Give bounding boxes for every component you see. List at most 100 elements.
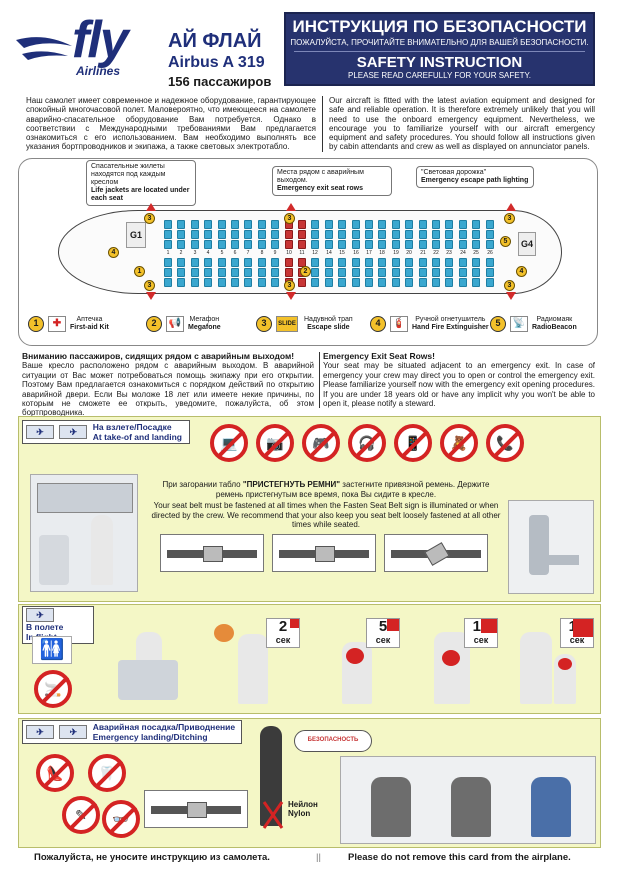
emergency-landing-tag: ✈ ✈ Аварийная посадка/Приводнение Emerge… xyxy=(22,720,242,744)
first-aid-badge: 1 xyxy=(134,266,145,277)
brace-seat-illustration xyxy=(508,500,594,594)
callout-life-jackets-en: Life jackets are located under each seat xyxy=(91,187,190,202)
slide-badge: 3 xyxy=(284,213,295,224)
seated-passenger-illustration xyxy=(96,614,192,708)
no-high-heels-icon: 👠 xyxy=(36,754,74,792)
nylon-cross-icon xyxy=(262,800,284,830)
video-game-icon: 🎮 xyxy=(302,424,340,462)
stewardess-illustration xyxy=(252,722,292,842)
no-smoking-icon: 🚬 xyxy=(34,670,72,708)
exit-arrow-icon xyxy=(506,203,516,211)
takeoff-plane-icon: ✈ xyxy=(26,425,54,439)
exit-arrow-icon xyxy=(146,203,156,211)
timer-15-seconds: 15сек xyxy=(560,618,594,648)
extinguisher-icon: 🧯 xyxy=(390,316,408,332)
callout-escape-path-en: Emergency escape path lighting xyxy=(421,177,529,184)
lavatory-icon: 🚻 xyxy=(32,636,72,664)
aircraft-type: Airbus A 319 xyxy=(168,54,265,71)
slide-badge: 3 xyxy=(504,213,515,224)
brace-position-illustration xyxy=(340,756,596,844)
slide-badge: 3 xyxy=(284,280,295,291)
takeoff-tag-ru: На взлете/Посадке xyxy=(92,422,172,432)
title-en: SAFETY INSTRUCTION xyxy=(356,54,523,71)
legend-number: 1 xyxy=(28,316,44,332)
galley-front: G1 xyxy=(126,222,146,248)
slide-badge: 3 xyxy=(144,280,155,291)
exit-arrow-icon xyxy=(286,292,296,300)
timer-10-seconds: 10сек xyxy=(464,618,498,648)
intro-text-en: Our aircraft is fitted with the latest a… xyxy=(329,96,595,152)
belt-tighten-illustration xyxy=(272,534,376,572)
overhead-bin-illustration xyxy=(30,474,138,592)
intro-text-ru: Наш самолет имеет современное и надежное… xyxy=(26,96,316,152)
landing-plane-icon: ✈ xyxy=(59,725,88,739)
overhead-bin xyxy=(37,483,133,513)
emergency-landing-tag-en: Emergency landing/Ditching xyxy=(92,732,208,742)
passenger-figure xyxy=(91,515,113,585)
electronic-toy-icon: 🧸 xyxy=(440,424,478,462)
exit-arrow-icon xyxy=(286,203,296,211)
logo-swoosh-icon xyxy=(16,37,72,60)
legend-number: 4 xyxy=(370,316,386,332)
belt-release-illustration xyxy=(384,534,488,572)
exit-warning-en-heading: Emergency Exit Seat Rows! xyxy=(323,351,435,361)
exit-arrow-icon xyxy=(146,292,156,300)
camera-icon: 📷 xyxy=(256,424,294,462)
subtitle-en: PLEASE READ CAREFULLY FOR YOUR SAFETY. xyxy=(347,71,532,80)
cell-phone-icon: 📞 xyxy=(486,424,524,462)
legend-number: 3 xyxy=(256,316,272,332)
subtitle-ru: ПОЖАЛУЙСТА, ПРОЧИТАЙТЕ ВНИМАТЕЛЬНО ДЛЯ В… xyxy=(290,38,589,47)
legend-number: 2 xyxy=(146,316,162,332)
takeoff-tag: ✈ ✈ На взлете/Посадке At take-of and lan… xyxy=(22,420,190,444)
mask-on-face-illustration xyxy=(318,614,402,708)
landing-plane-icon: ✈ xyxy=(59,425,88,439)
seat-illustration xyxy=(39,535,69,585)
exit-arrow-icon xyxy=(506,292,516,300)
exit-warning-en: Emergency Exit Seat Rows! Your seat may … xyxy=(323,351,595,409)
megaphone-icon: 📢 xyxy=(166,316,184,332)
legend-number: 5 xyxy=(490,316,506,332)
passenger-capacity: 156 пассажиров xyxy=(168,74,272,89)
callout-escape-path-ru: "Световая дорожка" xyxy=(421,169,487,176)
callout-life-jackets: Спасательные жилеты находятся под каждым… xyxy=(86,160,196,206)
title-divider xyxy=(294,51,585,52)
mobile-phone-icon: 📱 xyxy=(394,424,432,462)
megaphone-badge: 2 xyxy=(300,266,311,277)
no-dentures-icon: 🦷 xyxy=(88,754,126,792)
galley-rear: G4 xyxy=(518,232,536,256)
seatbelt-text-en: Your seat belt must be fastened at all t… xyxy=(151,501,501,529)
exit-warning-en-body: Your seat may be situated adjacent to an… xyxy=(323,361,595,409)
radio-beacon-badge: 5 xyxy=(500,236,511,247)
callout-life-jackets-ru: Спасательные жилеты находятся под каждым… xyxy=(91,163,166,186)
no-sharp-objects-icon: ✎ xyxy=(62,796,100,834)
intro-divider xyxy=(322,96,323,152)
radio-beacon-icon: 📡 xyxy=(510,316,528,332)
slide-badge: 3 xyxy=(144,213,155,224)
emergency-landing-tag-ru: Аварийная посадка/Приводнение xyxy=(92,722,236,732)
slide-badge: 3 xyxy=(504,280,515,291)
callout-exit-rows: Места рядом с аварийным выходом. Emergen… xyxy=(272,166,392,196)
inflight-tag-ru: В полете xyxy=(26,622,64,632)
extinguisher-badge: 4 xyxy=(516,266,527,277)
extinguisher-badge: 4 xyxy=(108,247,119,258)
no-glasses-icon: 👓 xyxy=(102,800,140,838)
belt-fasten-illustration xyxy=(160,534,264,572)
callout-exit-rows-ru: Места рядом с аварийным выходом. xyxy=(277,169,364,184)
takeoff-tag-en: At take-of and landing xyxy=(92,432,182,442)
slide-icon: SLIDE xyxy=(276,316,298,332)
footer-note-en: Please do not remove this card from the … xyxy=(348,852,571,863)
title-banner: ИНСТРУКЦИЯ ПО БЕЗОПАСНОСТИ ПОЖАЛУЙСТА, П… xyxy=(284,12,595,86)
laptop-icon: 💻 xyxy=(210,424,248,462)
ditching-plane-icon: ✈ xyxy=(26,725,54,739)
footer-separator: || xyxy=(316,852,321,863)
